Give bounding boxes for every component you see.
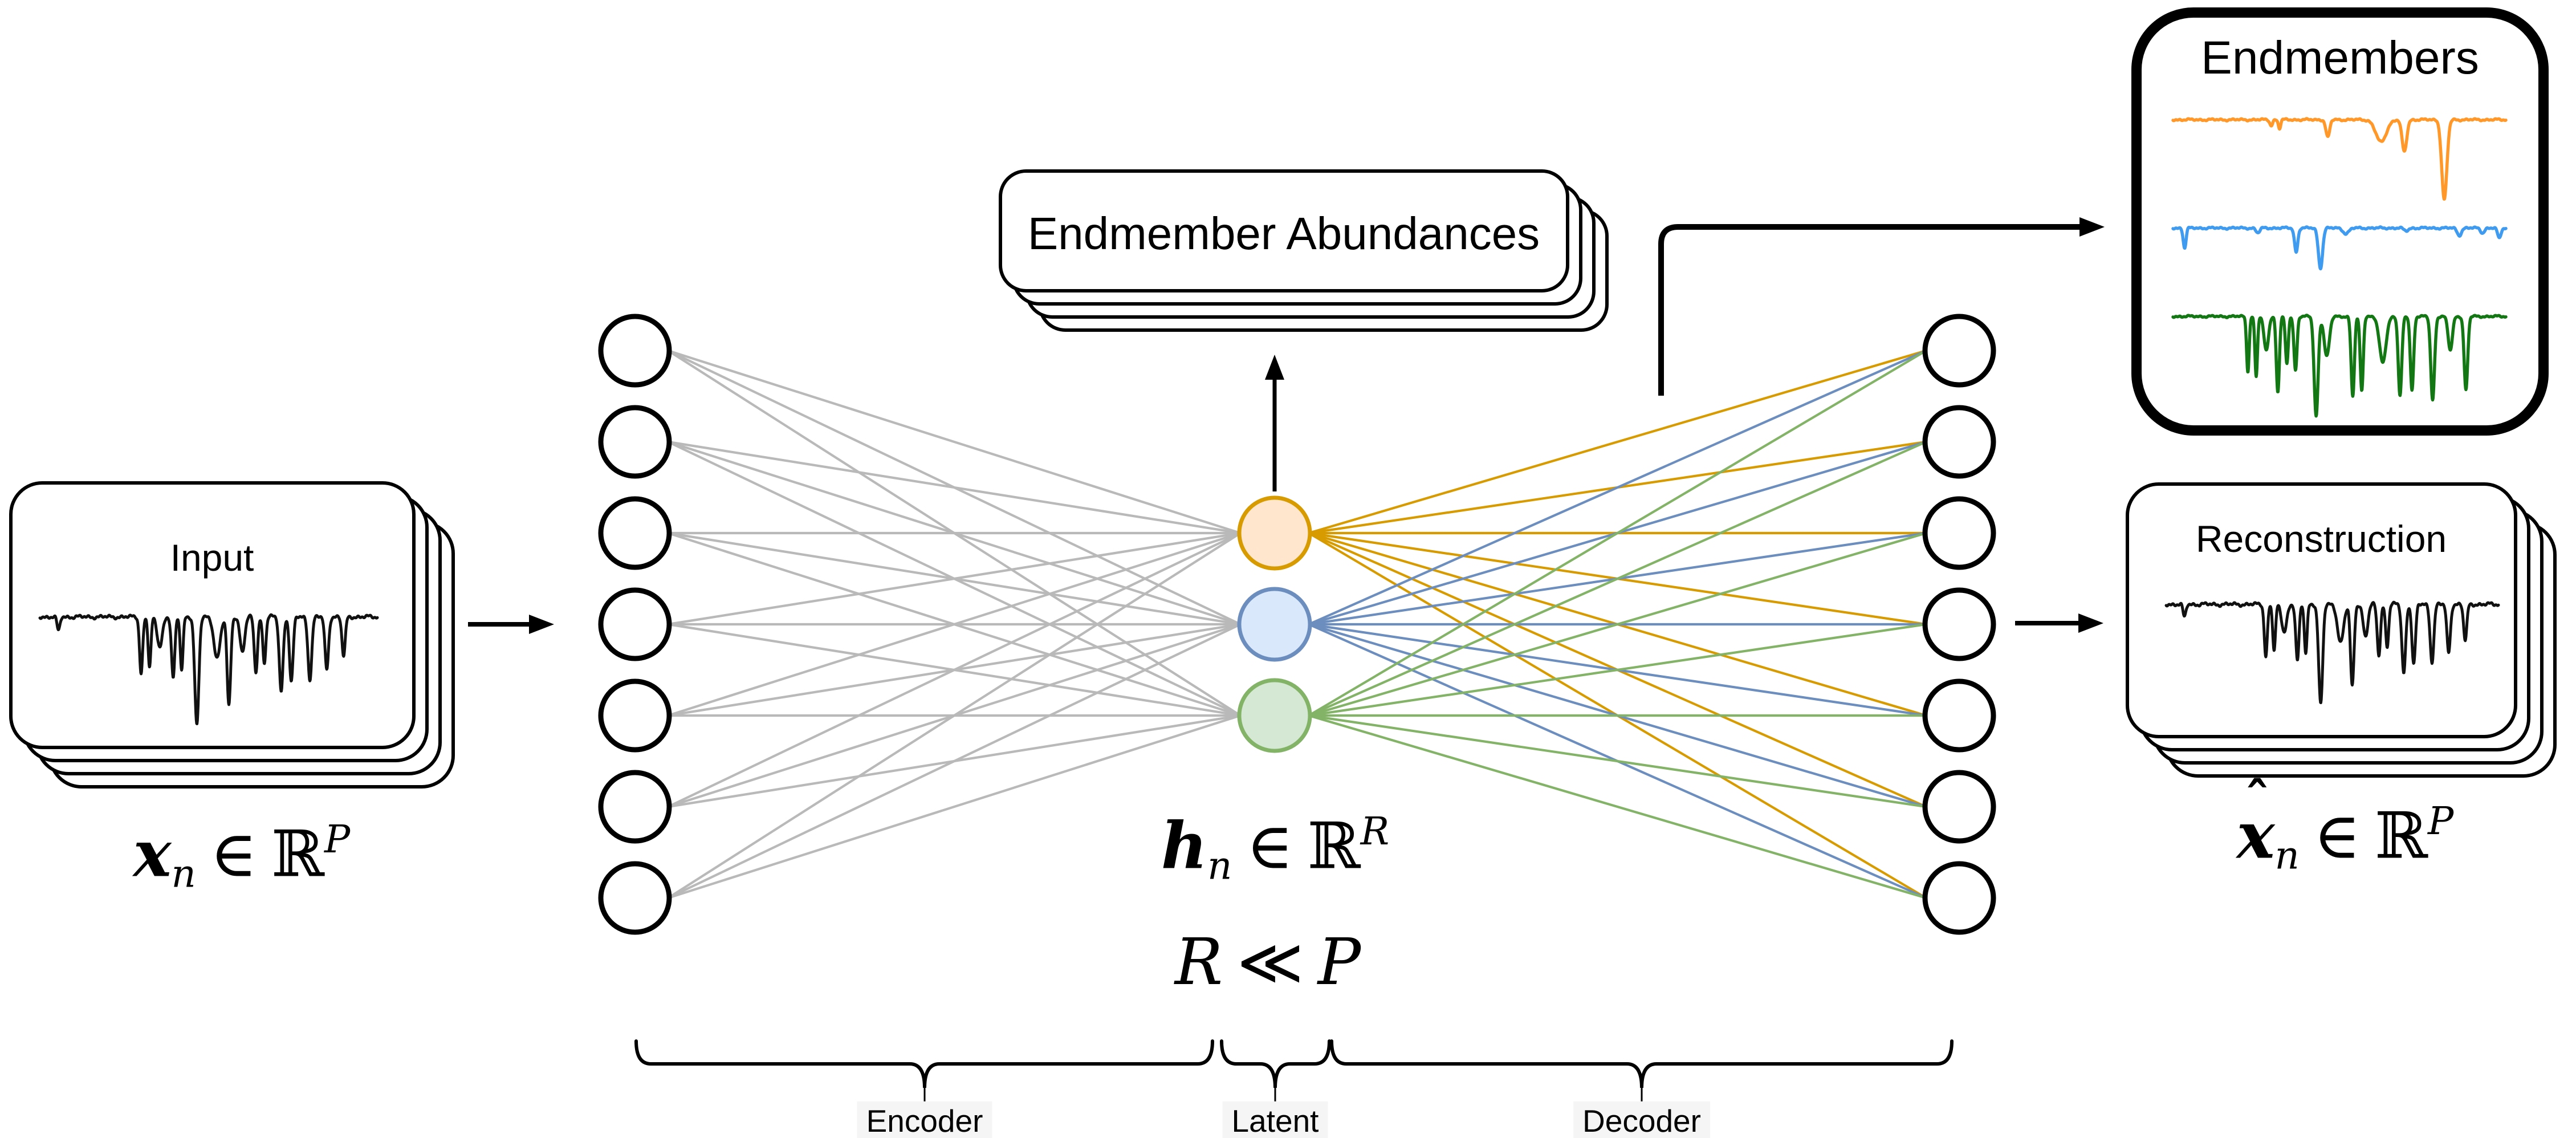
- encoder-node: [598, 405, 672, 479]
- element-of-symbol: ∈: [1246, 809, 1293, 884]
- encoder-node: [598, 587, 672, 661]
- latent-node-green: [1237, 678, 1312, 753]
- math-var-h: h: [1161, 808, 1208, 884]
- decoder-node: [1922, 678, 1996, 753]
- encoder-node: [598, 678, 672, 753]
- latent-brace: [1220, 1039, 1331, 1088]
- input-to-encoder-arrow-head: [529, 615, 554, 634]
- decoder-node: [1922, 770, 1996, 844]
- input-card: [9, 481, 416, 749]
- encoder-edge: [668, 714, 1241, 900]
- encoder-edge: [668, 440, 1241, 535]
- latent-to-abundances-arrow-head: [1265, 355, 1284, 380]
- math-sup: R: [1360, 808, 1390, 853]
- decoder-edge: [1308, 623, 1927, 717]
- decoder-edge: [1308, 714, 1927, 808]
- encoder-node: [598, 496, 672, 570]
- input-spectrum: [38, 613, 379, 725]
- endmembers-box-title: Endmembers: [2201, 32, 2479, 84]
- decoder-node: [1922, 587, 1996, 661]
- latent-node-orange: [1237, 495, 1312, 571]
- decoder-edge: [1308, 531, 1927, 717]
- encoder-node: [598, 770, 672, 844]
- encoder-node: [598, 314, 672, 388]
- encoder-edge: [668, 349, 1241, 535]
- encoder-edge: [667, 532, 1242, 899]
- latent-node-blue: [1237, 587, 1312, 662]
- decoder-edge: [1308, 441, 1927, 717]
- decoder-edge: [1308, 349, 1927, 535]
- recon-card-title: Reconstruction: [2195, 518, 2447, 560]
- reconstruction-card: [2126, 482, 2517, 738]
- encoder-edge: [668, 532, 1241, 808]
- latent-to-endmembers-arrow-head: [2079, 217, 2105, 237]
- endmember-orange-spectrum: [2171, 117, 2508, 201]
- endmembers-box: [2131, 7, 2549, 436]
- encoder-edge: [668, 531, 1241, 626]
- math-sub: n: [171, 851, 196, 896]
- decoder-node: [1922, 496, 1996, 570]
- input-math: xn ∈ℝP: [133, 817, 351, 896]
- decoder-edge: [1308, 349, 1927, 717]
- math-var-x: x: [133, 816, 172, 892]
- endmember-green-spectrum: [2171, 314, 2508, 418]
- latent-to-endmembers-elbow: [1658, 224, 2079, 396]
- hat-accent: ˆ: [2244, 772, 2270, 832]
- abundances-card: [999, 169, 1569, 292]
- math-R: R: [1174, 925, 1223, 999]
- decoder-edge: [1308, 349, 1927, 625]
- element-of-symbol: ∈: [210, 817, 258, 892]
- decoder-to-recon-arrow-head: [2078, 613, 2103, 633]
- decoder-brace: [1330, 1039, 1954, 1088]
- encoder-brace-label: Encoder: [857, 1101, 992, 1138]
- encoder-edge: [668, 531, 1241, 717]
- encoder-node: [598, 861, 672, 935]
- math-sup: P: [324, 816, 351, 861]
- decoder-edge: [1308, 714, 1927, 900]
- real-set-symbol: ℝ: [1307, 809, 1361, 884]
- input-card-title: Input: [170, 537, 254, 579]
- reconstruction-spectrum: [2164, 600, 2500, 705]
- much-less-than-symbol: ≪: [1236, 925, 1304, 999]
- latent-brace-label: Latent: [1222, 1101, 1328, 1138]
- dimension-inequality: R≪P: [1175, 925, 1361, 999]
- decoder-brace-label: Decoder: [1573, 1101, 1710, 1138]
- real-set-symbol: ℝ: [271, 817, 325, 892]
- abundances-card-title: Endmember Abundances: [1027, 208, 1540, 259]
- encoder-edge: [668, 623, 1241, 899]
- decoder-node: [1922, 861, 1996, 935]
- math-sub: n: [1207, 843, 1232, 888]
- endmember-blue-spectrum: [2171, 225, 2508, 271]
- math-sup: P: [2428, 798, 2454, 843]
- decoder-node: [1922, 314, 1996, 388]
- math-P: P: [1317, 925, 1361, 999]
- math-sub: n: [2274, 833, 2300, 878]
- real-set-symbol: ℝ: [2374, 799, 2428, 873]
- decoder-node: [1922, 405, 1996, 479]
- element-of-symbol: ∈: [2313, 799, 2361, 873]
- encoder-brace: [634, 1039, 1214, 1088]
- latent-math: hn ∈ℝR: [1161, 809, 1390, 888]
